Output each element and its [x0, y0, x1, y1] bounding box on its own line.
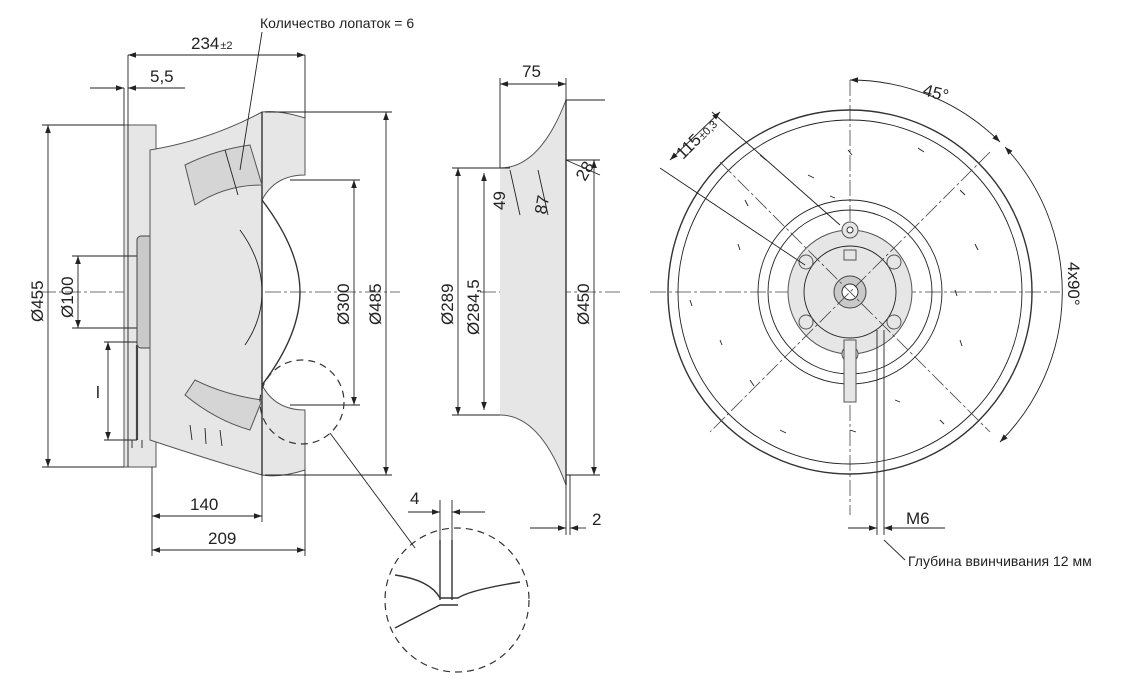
dim-5-5: 5,5	[150, 67, 174, 86]
dim-d300: Ø300	[334, 283, 353, 325]
dim-2: 2	[592, 510, 601, 529]
dim-d289: Ø289	[438, 283, 457, 325]
inlet-shroud-bottom	[261, 384, 306, 477]
dim-d100: Ø100	[58, 276, 77, 318]
dim-87: 87	[531, 194, 553, 216]
dim-234: 234±2	[191, 34, 233, 53]
dim-l: l	[96, 383, 100, 402]
detail-marker-circle	[259, 359, 345, 445]
dim-d284: Ø284,5	[464, 279, 483, 335]
dim-49: 49	[490, 191, 509, 210]
dim-d455: Ø455	[28, 280, 47, 322]
inlet-shroud-top	[261, 111, 306, 201]
dim-140: 140	[190, 495, 218, 514]
blade-count-note: Количество лопаток = 6	[260, 15, 414, 31]
cable-gland	[843, 339, 857, 403]
dim-4: 4	[410, 489, 419, 508]
nozzle-view: 75 28 49 87 Ø289 Ø284,5 Ø450 2	[438, 62, 620, 535]
detail-view: 4	[384, 489, 530, 673]
dim-d485: Ø485	[366, 283, 385, 325]
detail-circle	[384, 527, 530, 673]
dim-d450: Ø450	[574, 283, 593, 325]
side-view: 234±2 5,5 Количество лопаток = 6 Ø455 Ø1…	[28, 15, 416, 556]
dim-75: 75	[522, 62, 541, 81]
front-view: 45° 4x90° 115±0,3 M6 Глубина ввинчивания…	[650, 77, 1092, 569]
dim-209: 209	[208, 529, 236, 548]
dim-4x90-deg: 4x90°	[1064, 262, 1083, 306]
dim-115: 115±0,3	[672, 114, 720, 162]
screw-depth-note: Глубина ввинчивания 12 мм	[908, 553, 1092, 569]
impeller-blades	[184, 144, 263, 447]
dim-m6: M6	[906, 509, 930, 528]
dim-45-deg: 45°	[921, 81, 951, 106]
inlet-nozzle	[499, 99, 567, 486]
